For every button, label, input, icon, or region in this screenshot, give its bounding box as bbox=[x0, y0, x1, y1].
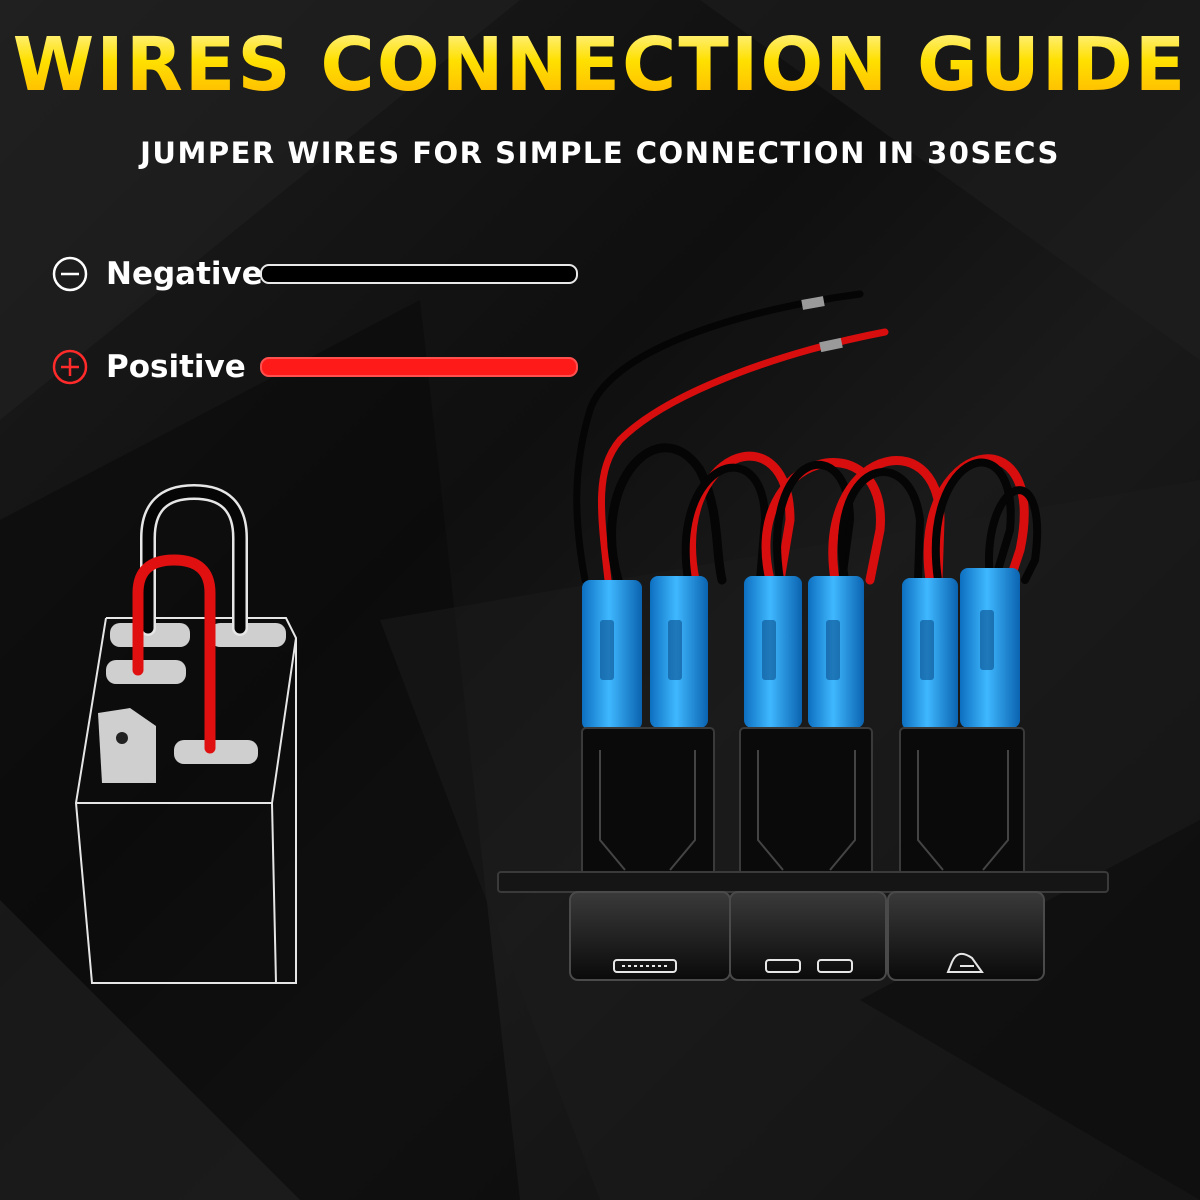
light-bar-icon bbox=[613, 959, 677, 973]
blue-crimp-terminals bbox=[582, 568, 1020, 730]
switch-wiring-diagram bbox=[74, 483, 297, 984]
page-title: WIRES CONNECTION GUIDE bbox=[0, 22, 1200, 108]
minus-circle-icon bbox=[52, 256, 88, 292]
red-jumper-wire bbox=[132, 554, 216, 754]
switch-body-outline bbox=[74, 617, 297, 984]
terminal-top-right bbox=[210, 623, 286, 647]
switch-panel-product bbox=[497, 290, 1109, 981]
legend-positive: Positive bbox=[52, 345, 578, 389]
page-subtitle: JUMPER WIRES FOR SIMPLE CONNECTION IN 30… bbox=[140, 136, 1060, 170]
switch-housings bbox=[581, 727, 1025, 877]
jumper-loops bbox=[607, 443, 1042, 585]
terminal-ground-tab bbox=[98, 708, 156, 783]
rocker-switches bbox=[569, 891, 1045, 981]
terminal-mid-left bbox=[106, 660, 186, 684]
fog-lights-icon bbox=[765, 959, 853, 973]
rocker-switch-1 bbox=[569, 891, 731, 981]
mounting-panel bbox=[497, 871, 1109, 893]
dome-light-icon bbox=[946, 952, 984, 973]
legend-positive-label: Positive bbox=[106, 349, 246, 385]
legend-positive-wire bbox=[260, 357, 578, 377]
rocker-switch-3 bbox=[887, 891, 1045, 981]
legend-negative-wire bbox=[260, 264, 578, 284]
terminal-bottom-right bbox=[174, 740, 258, 764]
plus-circle-icon bbox=[52, 349, 88, 385]
lead-wires bbox=[573, 290, 889, 584]
legend-negative-label: Negative bbox=[106, 256, 263, 292]
rocker-switch-2 bbox=[729, 891, 887, 981]
legend-negative: Negative bbox=[52, 252, 578, 296]
